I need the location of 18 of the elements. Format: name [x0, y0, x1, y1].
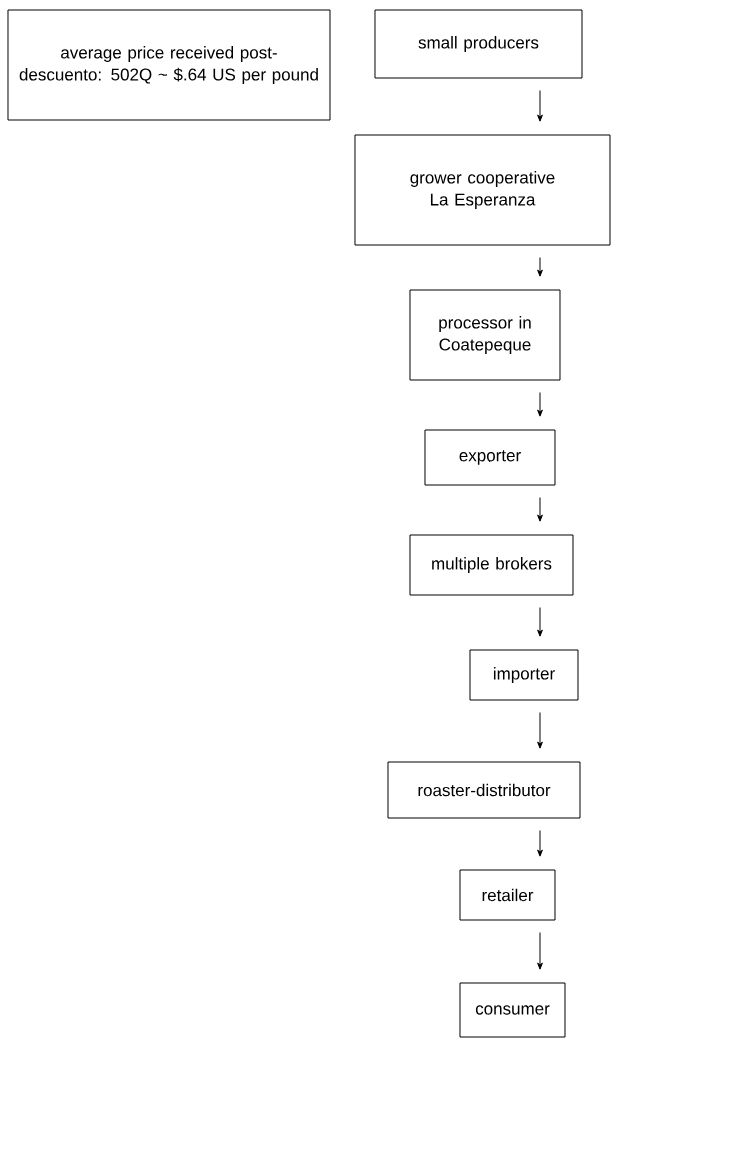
process-box: roaster-distributor: [387, 761, 581, 819]
process-box: importer: [469, 649, 579, 701]
process-box: retailer: [459, 869, 556, 921]
process-box: multiple brokers: [409, 534, 574, 596]
process-box: exporter: [424, 429, 556, 486]
process-box: small producers: [374, 9, 583, 79]
process-box: consumer: [459, 982, 566, 1038]
process-box: processor in Coatepeque: [409, 289, 561, 381]
arrow: [537, 257, 543, 277]
arrow: [537, 392, 543, 417]
arrow: [537, 932, 543, 970]
price-note-box: average price received post-descuento: 502Q ~ $.64 US per pound: [7, 9, 331, 121]
arrow: [537, 712, 543, 749]
process-box: grower cooperative La Esperanza: [354, 134, 611, 246]
arrow: [537, 607, 543, 637]
arrow: [537, 830, 543, 857]
arrow: [537, 497, 543, 522]
arrow: [537, 90, 543, 122]
